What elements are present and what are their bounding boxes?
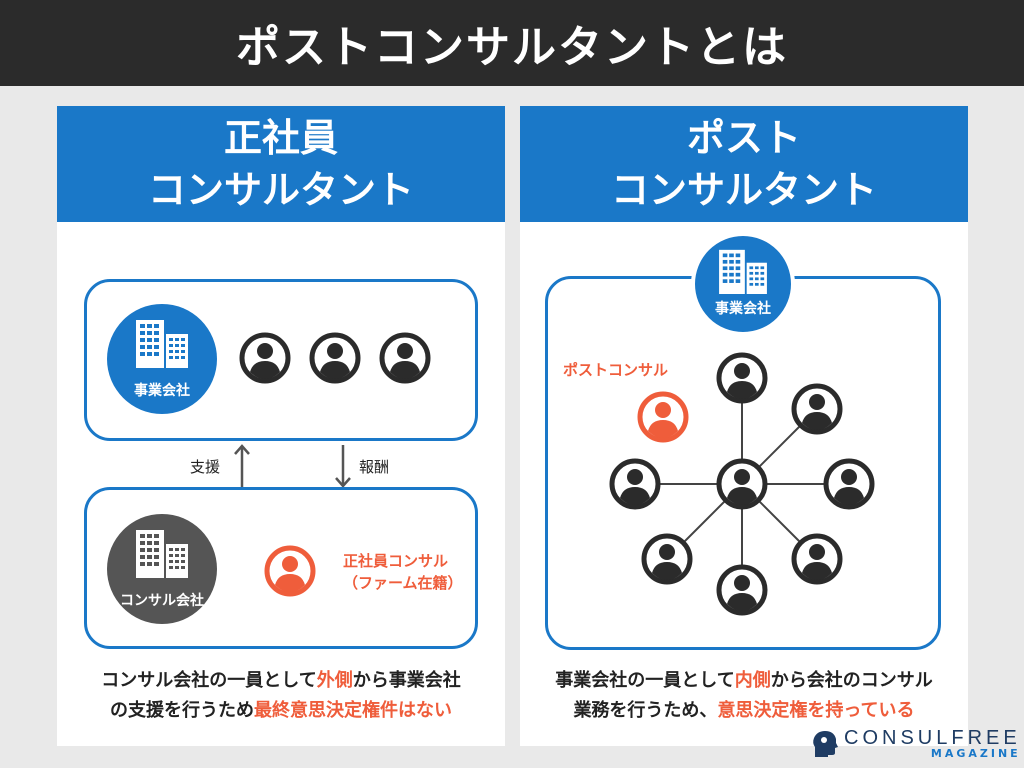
title-bar: ポストコンサルタントとは [0, 0, 1024, 86]
consulfree-logo: CONSULFREE MAGAZINE [812, 728, 1021, 760]
network-lines [635, 378, 849, 590]
logo-sub: MAGAZINE [930, 747, 1021, 760]
client-company-circle: 事業会社 [691, 232, 795, 336]
client-company-label: 事業会社 [715, 301, 771, 317]
person-icon [309, 332, 361, 384]
post-consultant-label: ポストコンサル [563, 361, 669, 379]
header-line-1: 正社員 [223, 116, 338, 160]
header-line-2: コンサルタント [147, 168, 414, 212]
logo-name: CONSULFREE [844, 727, 1021, 749]
person-icon [379, 332, 431, 384]
panel-header: ポスト コンサルタント [520, 106, 968, 222]
employee-label-line-1: 正社員コンサル [343, 552, 449, 570]
header-line-1: ポスト [686, 116, 801, 160]
caption-highlight: 意思決定権を持っている [717, 700, 915, 721]
panel-header: 正社員 コンサルタント [57, 106, 505, 222]
caption-highlight: 最終意思決定権件はない [254, 700, 452, 721]
person-icon [716, 352, 768, 404]
person-icon [641, 533, 693, 585]
building-icon [132, 318, 192, 368]
left-caption: コンサル会社の一員として外側から事業会社 の支援を行うため最終意思決定権件はない [57, 666, 505, 726]
person-icon [823, 458, 875, 510]
building-icon [132, 528, 192, 578]
person-icon [716, 564, 768, 616]
client-company-box: 事業会社 [84, 279, 478, 441]
page-title: ポストコンサルタントとは [236, 22, 788, 73]
consulting-firm-box: コンサル会社 正社員コンサル （ファーム在籍） [84, 487, 478, 649]
employee-consultant-label: 正社員コンサル （ファーム在籍） [343, 550, 463, 594]
caption-line-1: 事業会社の一員として内側から会社のコンサル [520, 666, 968, 696]
caption-line-1: コンサル会社の一員として外側から事業会社 [57, 666, 505, 696]
caption-line-2: の支援を行うため最終意思決定権件はない [57, 696, 505, 726]
head-icon [813, 731, 838, 757]
person-icon [609, 458, 661, 510]
caption-text: から事業会社 [352, 670, 461, 691]
reward-label: 報酬 [359, 458, 390, 476]
support-label: 支援 [190, 458, 221, 476]
caption-highlight: 内側 [734, 670, 771, 691]
caption-text: 事業会社の一員として [555, 670, 735, 691]
post-consultant-icon [637, 391, 689, 443]
caption-highlight: 外側 [316, 670, 353, 691]
consulting-firm-circle: コンサル会社 [107, 514, 217, 624]
person-icon [791, 533, 843, 585]
client-company-circle: 事業会社 [107, 304, 217, 414]
person-icon [791, 383, 843, 435]
employee-label-line-2: （ファーム在籍） [343, 574, 463, 592]
post-consultant-panel: ポスト コンサルタント 事業会社 ポストコンサル 事業会社の一員として内側から会… [520, 106, 968, 746]
caption-text: コンサル会社の一員として [101, 670, 317, 691]
center-person-icon [716, 458, 768, 510]
fulltime-consultant-panel: 正社員 コンサルタント 事業会社 支援 報酬 コンサル会社 正社員コンサル （フ… [57, 106, 505, 746]
header-line-2: コンサルタント [610, 168, 877, 212]
employee-consultant-icon [264, 545, 316, 597]
caption-line-2: 業務を行うため、意思決定権を持っている [520, 696, 968, 726]
caption-text: の支援を行うため [110, 700, 254, 721]
caption-text: から会社のコンサル [770, 670, 933, 691]
caption-text: 業務を行うため、 [573, 700, 718, 721]
consulting-firm-label: コンサル会社 [120, 593, 204, 609]
support-reward-arrows [234, 444, 351, 488]
person-icon [239, 332, 291, 384]
client-company-label: 事業会社 [134, 383, 190, 399]
right-caption: 事業会社の一員として内側から会社のコンサル 業務を行うため、意思決定権を持ってい… [520, 666, 968, 726]
